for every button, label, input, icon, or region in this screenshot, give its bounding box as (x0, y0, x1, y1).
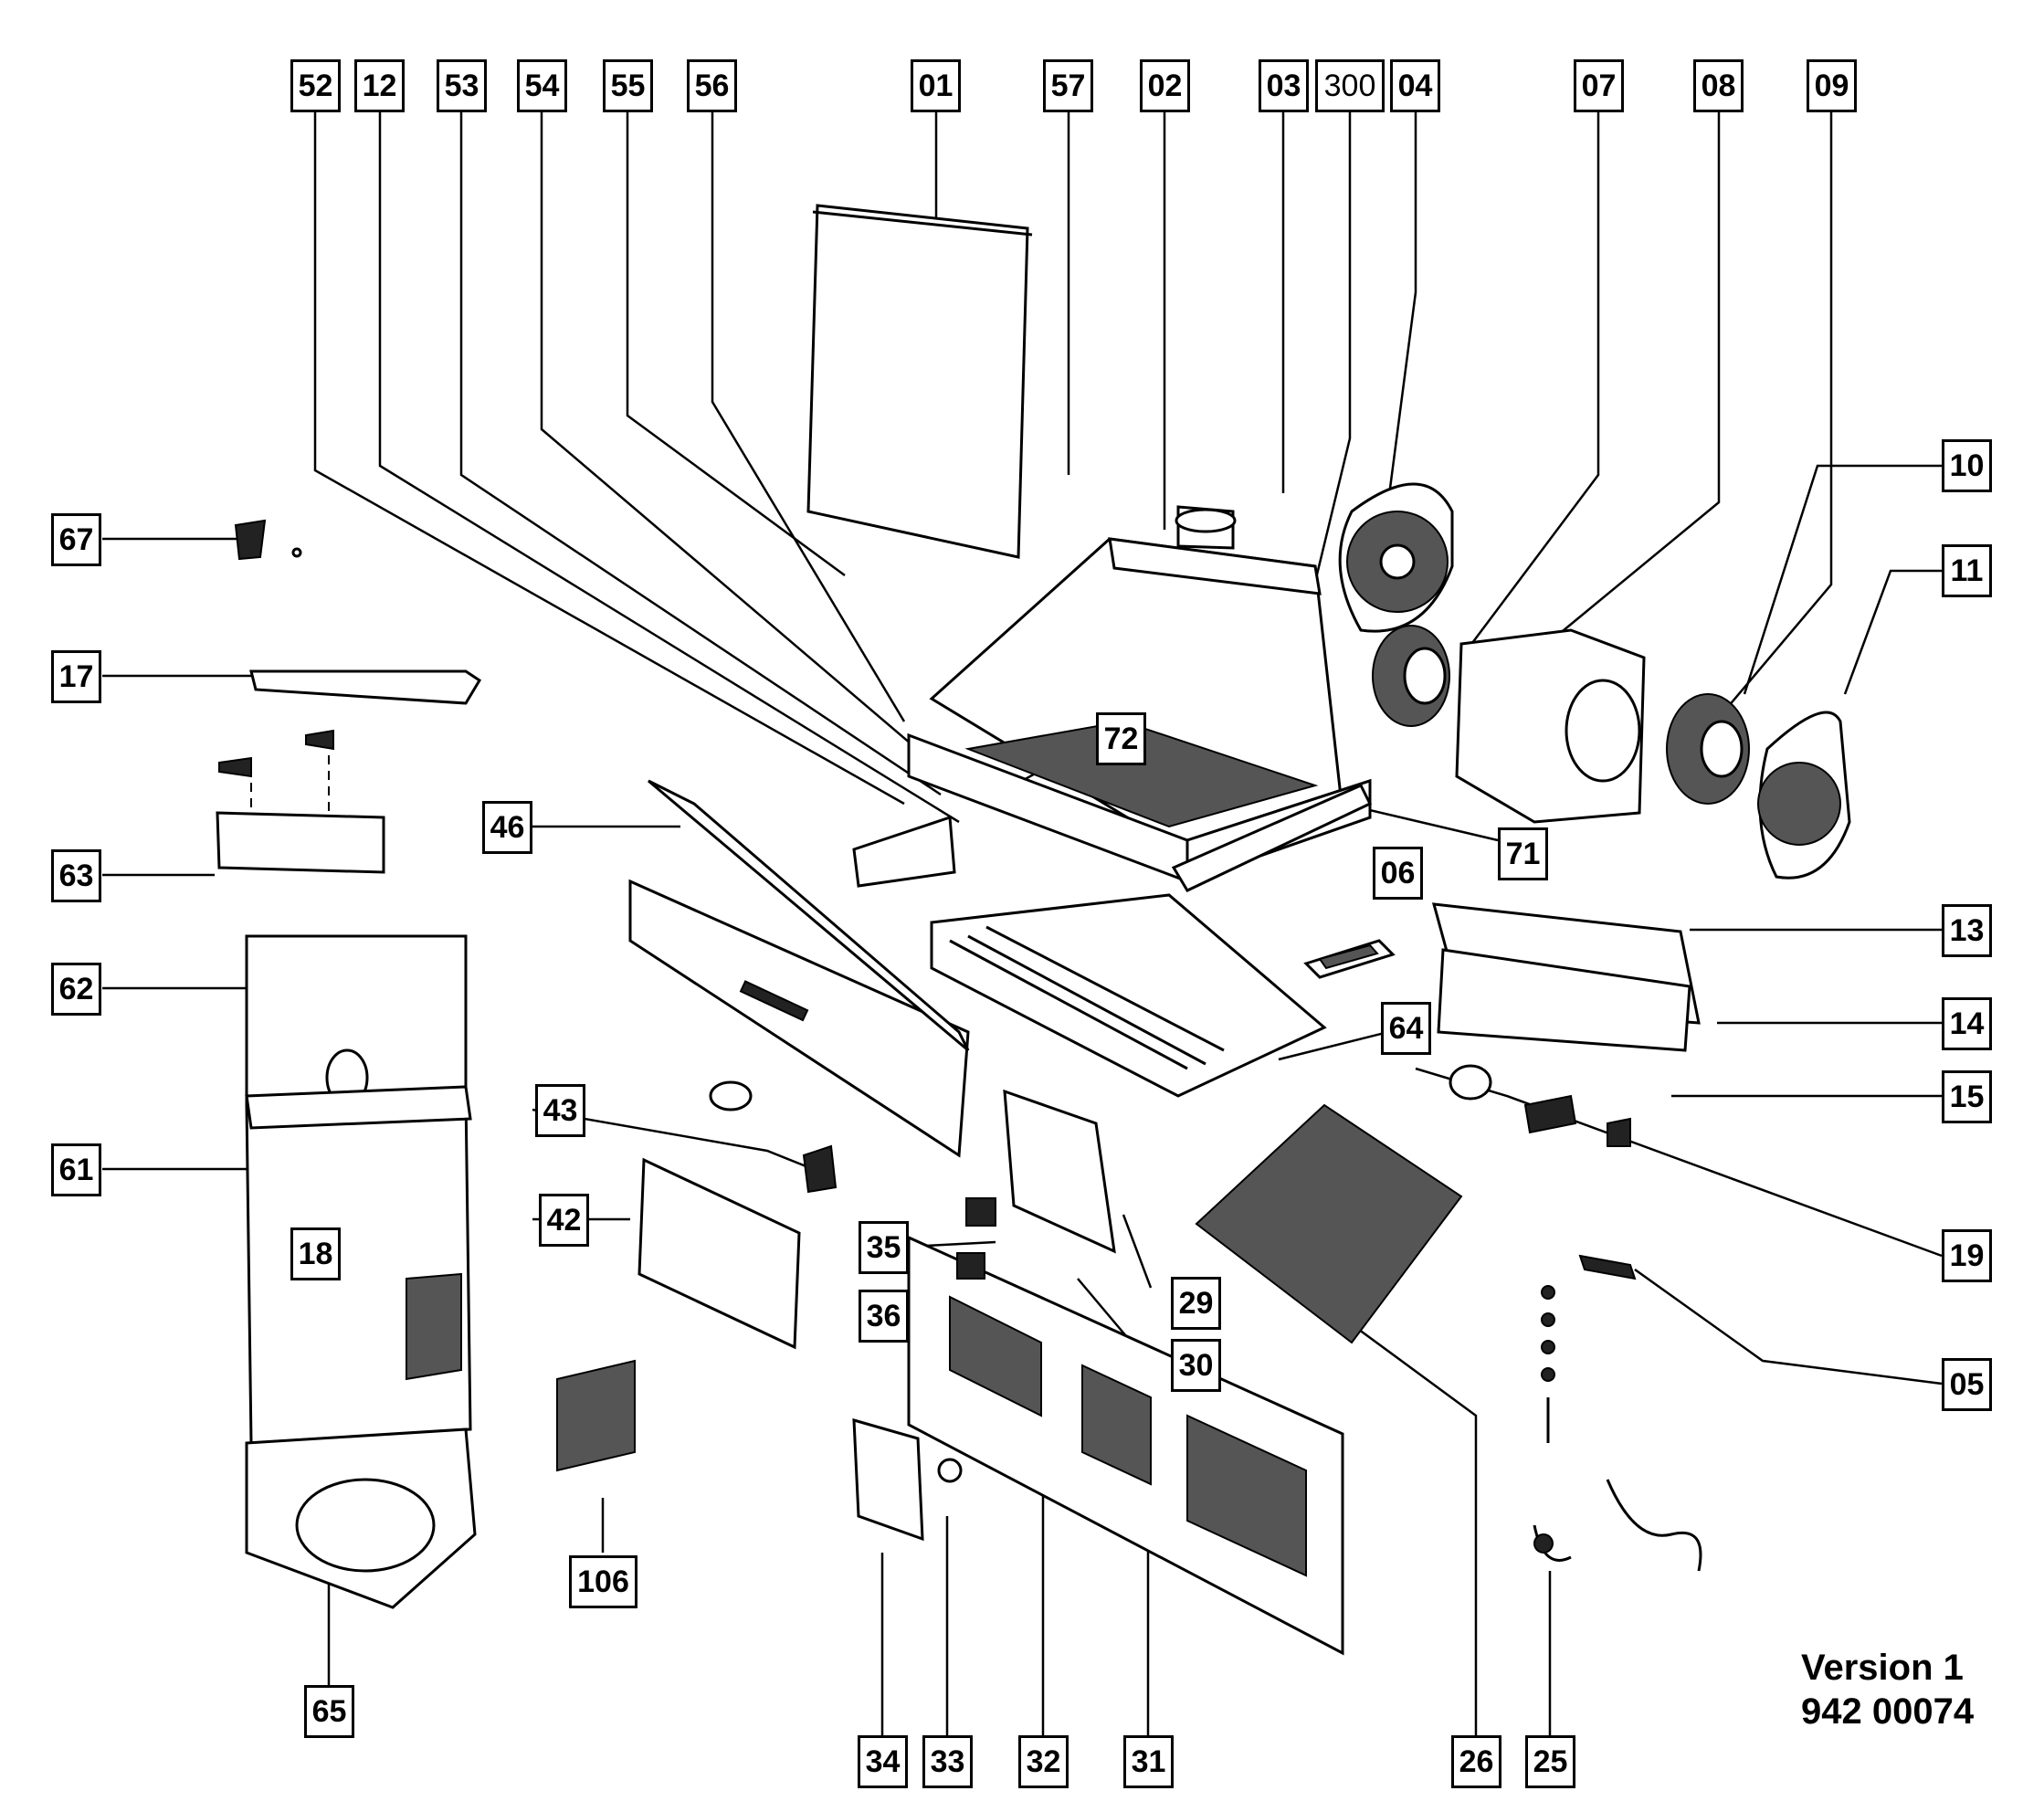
part-label-31: 31 (1123, 1735, 1174, 1788)
part-25-mains-plug (1533, 1479, 1702, 1572)
part-52-side-gusset (852, 815, 956, 888)
part-label-61: 61 (51, 1143, 101, 1196)
part-label-19: 19 (1942, 1229, 1992, 1282)
part-label-02: 02 (1140, 59, 1190, 112)
part-label-10: 10 (1942, 439, 1992, 492)
part-label-29: 29 (1171, 1277, 1221, 1330)
part-label-54: 54 (517, 59, 567, 112)
part-label-56: 56 (687, 59, 737, 112)
part-31-front-panel (907, 1235, 1344, 1656)
part-label-36: 36 (859, 1290, 909, 1343)
part-08-motor-housing (1455, 628, 1646, 824)
part-label-64: 64 (1381, 1002, 1431, 1055)
part-13-control-box (1431, 902, 1701, 1052)
part-04-fan-housing (1338, 482, 1454, 633)
part-label-62: 62 (51, 963, 101, 1016)
part-07-impeller (1372, 625, 1450, 727)
part-71-side-rail (1171, 784, 1373, 892)
part-label-43: 43 (535, 1084, 585, 1137)
part-label-65: 65 (304, 1685, 354, 1738)
part-label-106: 106 (569, 1555, 637, 1608)
part-label-11: 11 (1942, 544, 1992, 597)
part-label-15: 15 (1942, 1070, 1992, 1123)
part-11-fan-housing (1757, 711, 1851, 880)
part-label-07: 07 (1574, 59, 1624, 112)
part-screws (1541, 1285, 1555, 1443)
part-label-03: 03 (1259, 59, 1309, 112)
part-64-grease-tray (930, 893, 1327, 1098)
part-label-53: 53 (437, 59, 487, 112)
version-label: Version 1 (1801, 1648, 1964, 1688)
part-label-55: 55 (603, 59, 653, 112)
part-label-13: 13 (1942, 904, 1992, 957)
part-33-knob (937, 1458, 963, 1483)
part-label-42: 42 (539, 1194, 589, 1247)
part-label-33: 33 (922, 1735, 973, 1788)
part-label-25: 25 (1525, 1735, 1575, 1788)
part-label-57: 57 (1043, 59, 1093, 112)
part-label-34: 34 (858, 1735, 908, 1788)
part-label-26: 26 (1451, 1735, 1501, 1788)
part-label-04: 04 (1390, 59, 1440, 112)
part-label-52: 52 (290, 59, 341, 112)
part-label-63: 63 (51, 849, 101, 902)
part-label-46: 46 (482, 801, 532, 854)
part-label-12: 12 (354, 59, 405, 112)
part-label-18: 18 (290, 1227, 341, 1280)
part-29-light-housing (1003, 1089, 1116, 1254)
part-19-capacitor (1449, 1064, 1631, 1147)
part-label-67: 67 (51, 513, 101, 566)
part-06-small-filter (1303, 939, 1396, 979)
part-09-impeller (1666, 693, 1750, 805)
part-label-17: 17 (51, 650, 101, 703)
part-label-35: 35 (859, 1221, 909, 1274)
part-label-05: 05 (1942, 1358, 1992, 1411)
part-62-upper-chimney (245, 934, 468, 1107)
part-46-front-profile (628, 779, 970, 1158)
part-label-01: 01 (911, 59, 961, 112)
part-label-32: 32 (1018, 1735, 1069, 1788)
part-42-glass-panel (637, 1157, 801, 1350)
part-63-bracket (216, 729, 385, 874)
part-label-06: 06 (1373, 847, 1423, 900)
part-65-base-plate (245, 1427, 477, 1609)
part-26-metal-filter (1195, 1103, 1463, 1344)
part-label-300: 300 (1315, 59, 1385, 112)
part-label-14: 14 (1942, 997, 1992, 1050)
part-05-lamp-holder (1578, 1254, 1637, 1280)
part-43-lamp (709, 1080, 838, 1194)
part-label-08: 08 (1693, 59, 1744, 112)
part-34-control-plate (852, 1417, 924, 1542)
part-35-switch (956, 1197, 996, 1280)
part-01-back-panel (806, 204, 1033, 559)
document-number: 942 00074 (1801, 1691, 1975, 1732)
part-67-clip (234, 519, 302, 561)
part-61-lower-chimney (245, 1085, 472, 1445)
part-106-grille (556, 1359, 636, 1472)
part-label-30: 30 (1171, 1339, 1221, 1392)
part-label-72: 72 (1096, 712, 1146, 765)
version-footer: Version 1 942 00074 (1801, 1646, 1974, 1733)
part-17-top-plate (249, 669, 482, 705)
part-label-71: 71 (1498, 827, 1548, 880)
part-label-09: 09 (1807, 59, 1857, 112)
